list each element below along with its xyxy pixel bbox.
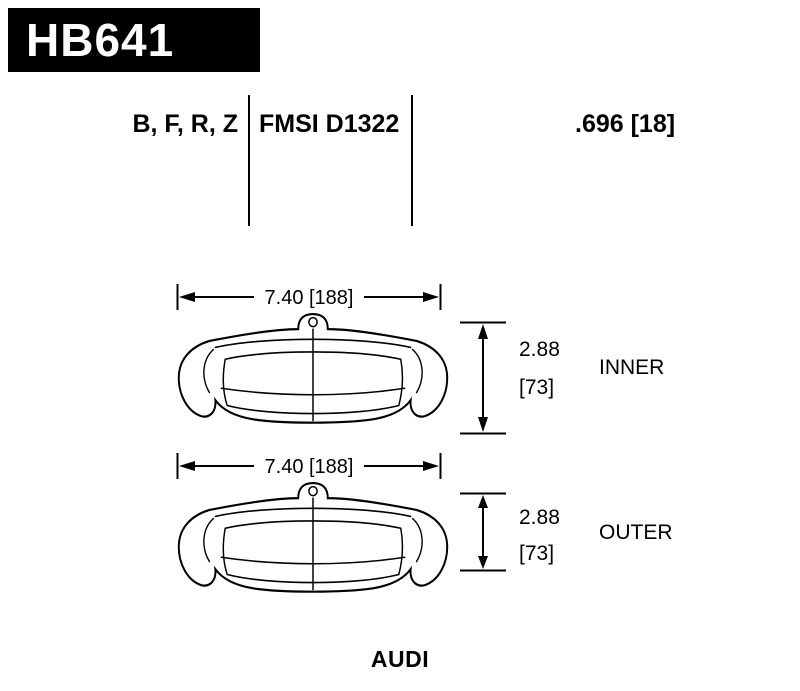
arrow-up-icon xyxy=(478,324,488,339)
vehicle-label: AUDI xyxy=(370,646,430,672)
arrow-down-icon xyxy=(478,417,488,432)
arrow-right-icon xyxy=(423,292,439,302)
width-dimension-label: 7.40 [188] xyxy=(265,456,354,478)
height-mm-inner: [73] xyxy=(519,376,555,399)
spec-divider-2 xyxy=(411,95,413,226)
width-dimension-label: 7.40 [188] xyxy=(265,287,354,309)
compound-codes: B, F, R, Z xyxy=(132,110,238,138)
height-dimension-inner xyxy=(460,321,506,435)
part-number: HB641 xyxy=(26,14,175,66)
width-dimension-inner: 7.40 [188] xyxy=(176,284,442,310)
brake-pad-drawing-outer xyxy=(177,482,449,593)
width-dimension-outer: 7.40 [188] xyxy=(176,453,442,479)
pad-thickness: .696 [18] xyxy=(575,110,676,138)
height-dimension-lines xyxy=(460,492,506,572)
height-dimension-outer xyxy=(460,492,506,572)
spec-divider-1 xyxy=(248,95,250,226)
arrow-down-icon xyxy=(478,556,488,569)
position-label-outer: OUTER xyxy=(599,521,673,544)
width-dimension-lines xyxy=(176,284,442,310)
arrow-left-icon xyxy=(179,292,195,302)
width-dimension-lines xyxy=(176,453,442,479)
fmsi-number: FMSI D1322 xyxy=(259,110,400,138)
position-label-inner: INNER xyxy=(599,356,665,379)
arrow-left-icon xyxy=(179,461,195,471)
height-mm-outer: [73] xyxy=(519,542,555,565)
part-number-box: HB641 xyxy=(8,8,260,72)
arrow-right-icon xyxy=(423,461,439,471)
arrow-up-icon xyxy=(478,495,488,508)
height-dimension-lines xyxy=(460,321,506,435)
brake-pad-drawing-inner xyxy=(177,313,449,424)
height-inches-inner: 2.88 xyxy=(519,338,560,361)
height-inches-outer: 2.88 xyxy=(519,506,560,529)
